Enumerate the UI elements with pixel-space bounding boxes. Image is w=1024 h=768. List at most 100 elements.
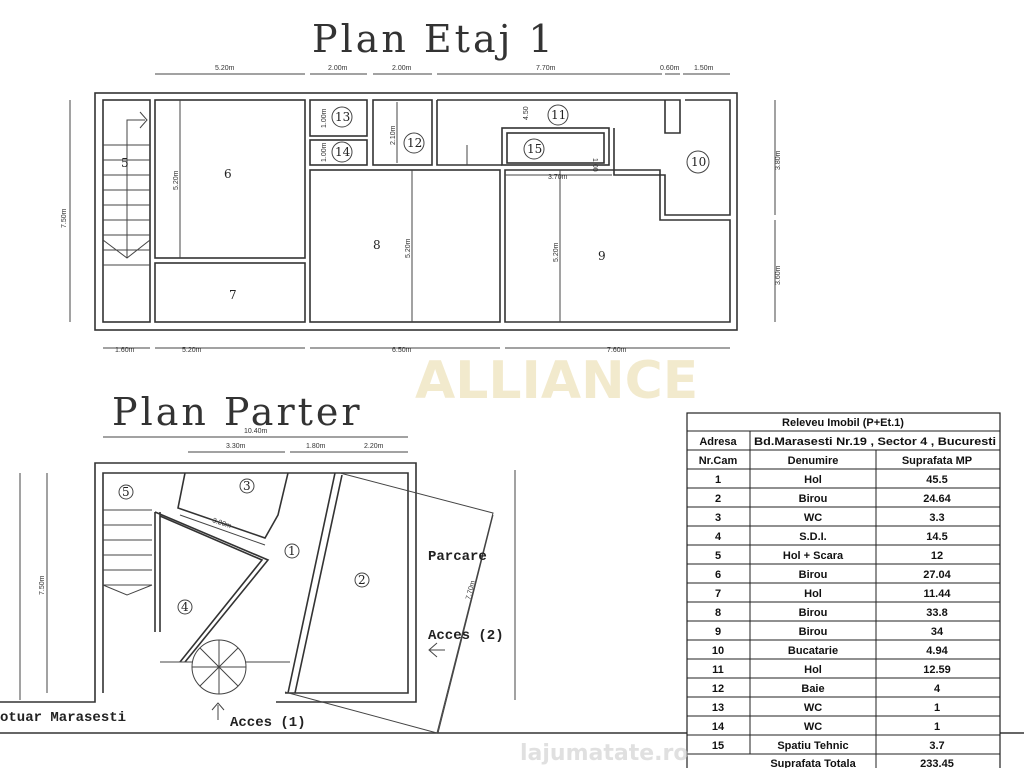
table-row: 8 Birou 33.8 [715,607,948,619]
table-cell: S.D.I. [799,531,827,543]
total-label: Suprafata Totala [770,758,856,768]
table-cell: 2 [715,493,721,505]
table-cell: Birou [799,626,828,638]
svg-text:7.70m: 7.70m [465,580,477,601]
svg-text:13: 13 [335,110,350,124]
table-cell: 13 [712,702,724,714]
address-label: Adresa [699,436,737,448]
svg-text:5.20m: 5.20m [405,238,412,258]
table-cell: 3.3 [929,512,944,524]
svg-text:14: 14 [335,145,351,159]
svg-text:1: 1 [288,544,296,558]
table-cell: 9 [715,626,721,638]
table-title: Releveu Imobil (P+Et.1) [782,417,904,429]
svg-text:4: 4 [181,600,189,614]
svg-text:9: 9 [598,249,606,263]
svg-text:1.80m: 1.80m [306,443,326,450]
svg-text:Nr.Cam: Nr.Cam [699,455,738,467]
svg-text:3: 3 [243,479,251,493]
svg-text:5.20m: 5.20m [215,65,235,72]
access-arrow-icon [211,642,445,720]
table-cell: 3.7 [929,740,944,752]
table-cell: Hol [804,664,822,676]
svg-text:10: 10 [691,155,706,169]
access-1-label: Acces (1) [230,715,306,731]
svg-text:7.50m: 7.50m [39,575,46,595]
table-cell: WC [804,721,822,733]
svg-text:15: 15 [527,142,542,156]
site-watermark: lajumatate.ro [520,741,688,766]
svg-text:2: 2 [358,573,366,587]
table-cell: 11 [712,664,724,676]
table-row: 5 Hol + Scara 12 [715,550,943,562]
parking-label: Parcare [428,549,487,565]
svg-text:2.00m: 2.00m [392,65,412,72]
svg-text:2.10m: 2.10m [390,125,397,145]
svg-text:5: 5 [122,485,130,499]
svg-text:7.50m: 7.50m [61,208,68,228]
svg-text:Suprafata MP: Suprafata MP [902,455,972,467]
table-cell: 5 [715,550,721,562]
svg-text:6.50m: 6.50m [392,347,412,354]
sidewalk-label: otuar Marasesti [0,710,126,726]
table-cell: 1 [934,702,940,714]
table-cell: 4 [715,531,722,543]
table-cell: 10 [712,645,724,657]
table-cell: 1 [715,474,721,486]
upper-plan-dimensions: 5.20m 2.00m 2.00m 7.70m 0.60m 1.50m 1.60… [61,65,782,354]
table-cell: Spatiu Tehnic [777,740,848,752]
table-row: 11 Hol 12.59 [712,664,951,676]
svg-text:Denumire: Denumire [788,455,839,467]
svg-text:6: 6 [224,167,232,181]
table-cell: 45.5 [926,474,947,486]
svg-text:3.30m: 3.30m [226,443,246,450]
table-cell: Hol [804,588,822,600]
svg-text:11: 11 [551,108,566,122]
upper-plan-walls [94,92,738,331]
table-cell: 33.8 [926,607,947,619]
table-cell: 15 [712,740,724,752]
table-cell: 34 [931,626,944,638]
svg-text:3.60m: 3.60m [775,265,782,285]
svg-text:2.20m: 2.20m [364,443,384,450]
svg-text:1.00: 1.00 [591,158,598,172]
svg-text:1.00m: 1.00m [321,108,328,128]
table-cell: Birou [799,493,828,505]
svg-text:5.20m: 5.20m [173,170,180,190]
room-area-table: Releveu Imobil (P+Et.1) Adresa Bd.Marase… [686,412,1001,768]
table-cell: 12 [931,550,943,562]
table-cell: Hol + Scara [783,550,844,562]
table-cell: Bucatarie [788,645,838,657]
svg-text:7.60m: 7.60m [607,347,627,354]
svg-text:5: 5 [121,156,129,170]
upper-plan-room-numbers: 5 6 7 8 9 10 11 12 13 14 15 [121,104,710,302]
table-row: 15 Spatiu Tehnic 3.7 [712,740,945,752]
svg-text:7.70m: 7.70m [536,65,556,72]
table-cell: 8 [715,607,721,619]
svg-text:12: 12 [407,136,422,150]
svg-text:5.20m: 5.20m [553,242,560,262]
svg-text:3.70m: 3.70m [548,174,568,181]
address-value: Bd.Marasesti Nr.19 , Sector 4 , Bucurest… [754,436,996,448]
lower-plan-room-numbers: 1 2 3 4 5 [118,478,370,615]
lower-plan-title: Plan Parter [112,390,363,434]
table-cell: Baie [801,683,824,695]
table-cell: 12.59 [923,664,951,676]
svg-text:3.20m: 3.20m [211,517,232,530]
access-2-label: Acces (2) [428,628,504,644]
table-cell: Birou [799,607,828,619]
table-cell: 1 [934,721,940,733]
svg-text:8: 8 [373,238,381,252]
alliance-watermark: ALLIANCE [415,351,698,411]
svg-text:1.00m: 1.00m [321,142,328,162]
svg-text:10.40m: 10.40m [244,428,268,435]
table-cell: 4 [934,683,941,695]
svg-text:0.60m: 0.60m [660,65,680,72]
lower-plan-dimensions: 10.40m 3.30m 1.80m 2.20m 7.50m 3.20m 7.7… [39,428,494,734]
